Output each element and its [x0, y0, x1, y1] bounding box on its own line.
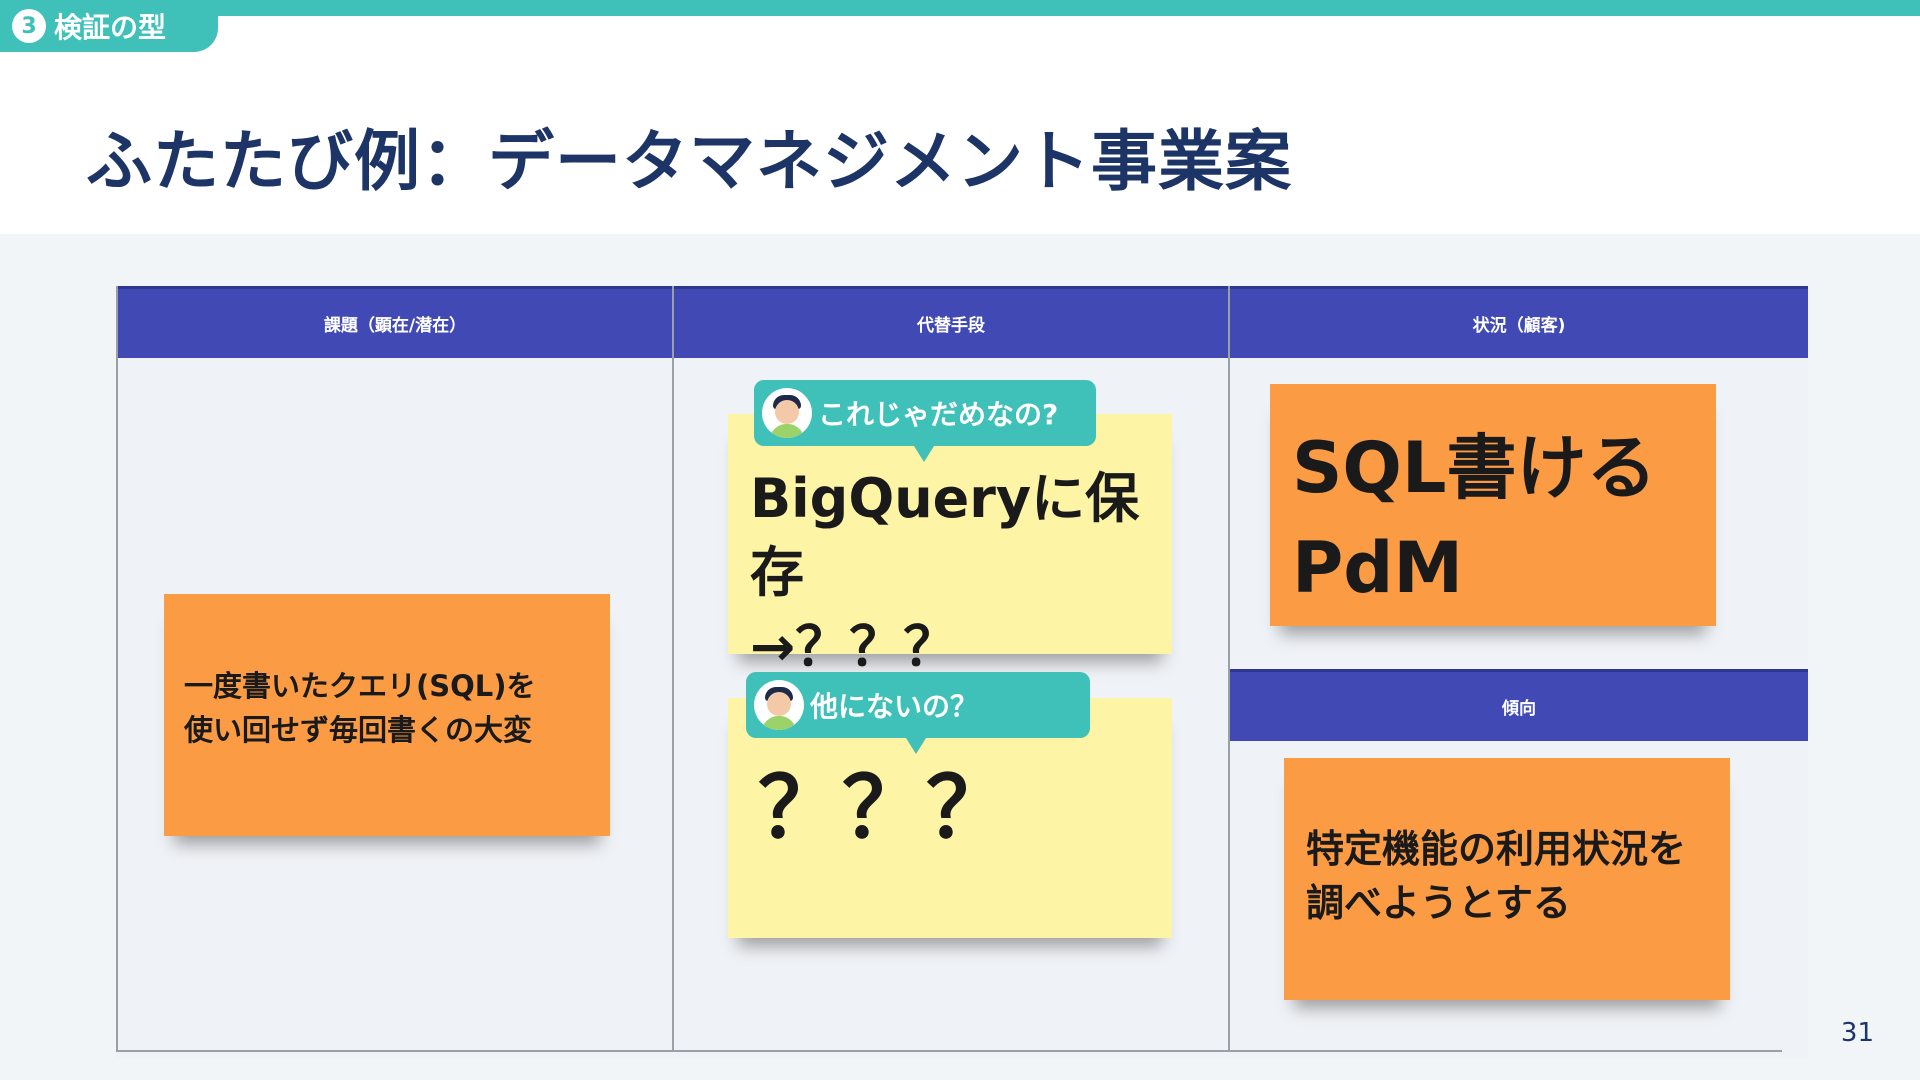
user-avatar-icon — [754, 680, 804, 730]
section-number-badge: 3 — [12, 9, 46, 43]
user-avatar-icon — [762, 388, 812, 438]
sticky-alternative-2[interactable]: ？？？ — [728, 698, 1172, 938]
sticky-trend[interactable]: 特定機能の利用状況を 調べようとする — [1284, 758, 1730, 1000]
board-bottom-edge — [116, 1050, 1782, 1058]
section-tag: 3 検証の型 — [0, 0, 218, 52]
page-number: 31 — [1840, 1018, 1874, 1048]
question-bubble-1: これじゃだめなの? — [754, 380, 1096, 462]
bubble-text-2: 他にないの？ — [810, 690, 979, 723]
question-bubble-2: 他にないの？ — [746, 672, 1090, 754]
column-header-alternatives: 代替手段 — [674, 286, 1228, 358]
sub-header-trend: 傾向 — [1230, 669, 1808, 741]
top-accent-bar — [0, 0, 1920, 16]
page-title: ふたたび例：データマネジメント事業案 — [86, 123, 1292, 200]
sticky-alternative-1[interactable]: BigQueryに保存 →？？？ — [728, 414, 1172, 678]
sticky-problem[interactable]: 一度書いたクエリ(SQL)を 使い回せず毎回書くの大変 — [164, 594, 610, 836]
section-title: 検証の型 — [54, 11, 167, 44]
bubble-text-1: これじゃだめなの? — [818, 398, 1059, 431]
sticky-situation[interactable]: SQL書ける PdM — [1270, 384, 1716, 626]
column-header-situation: 状況（顧客) — [1230, 286, 1808, 358]
column-header-problem: 課題（顕在/潜在） — [118, 286, 672, 358]
